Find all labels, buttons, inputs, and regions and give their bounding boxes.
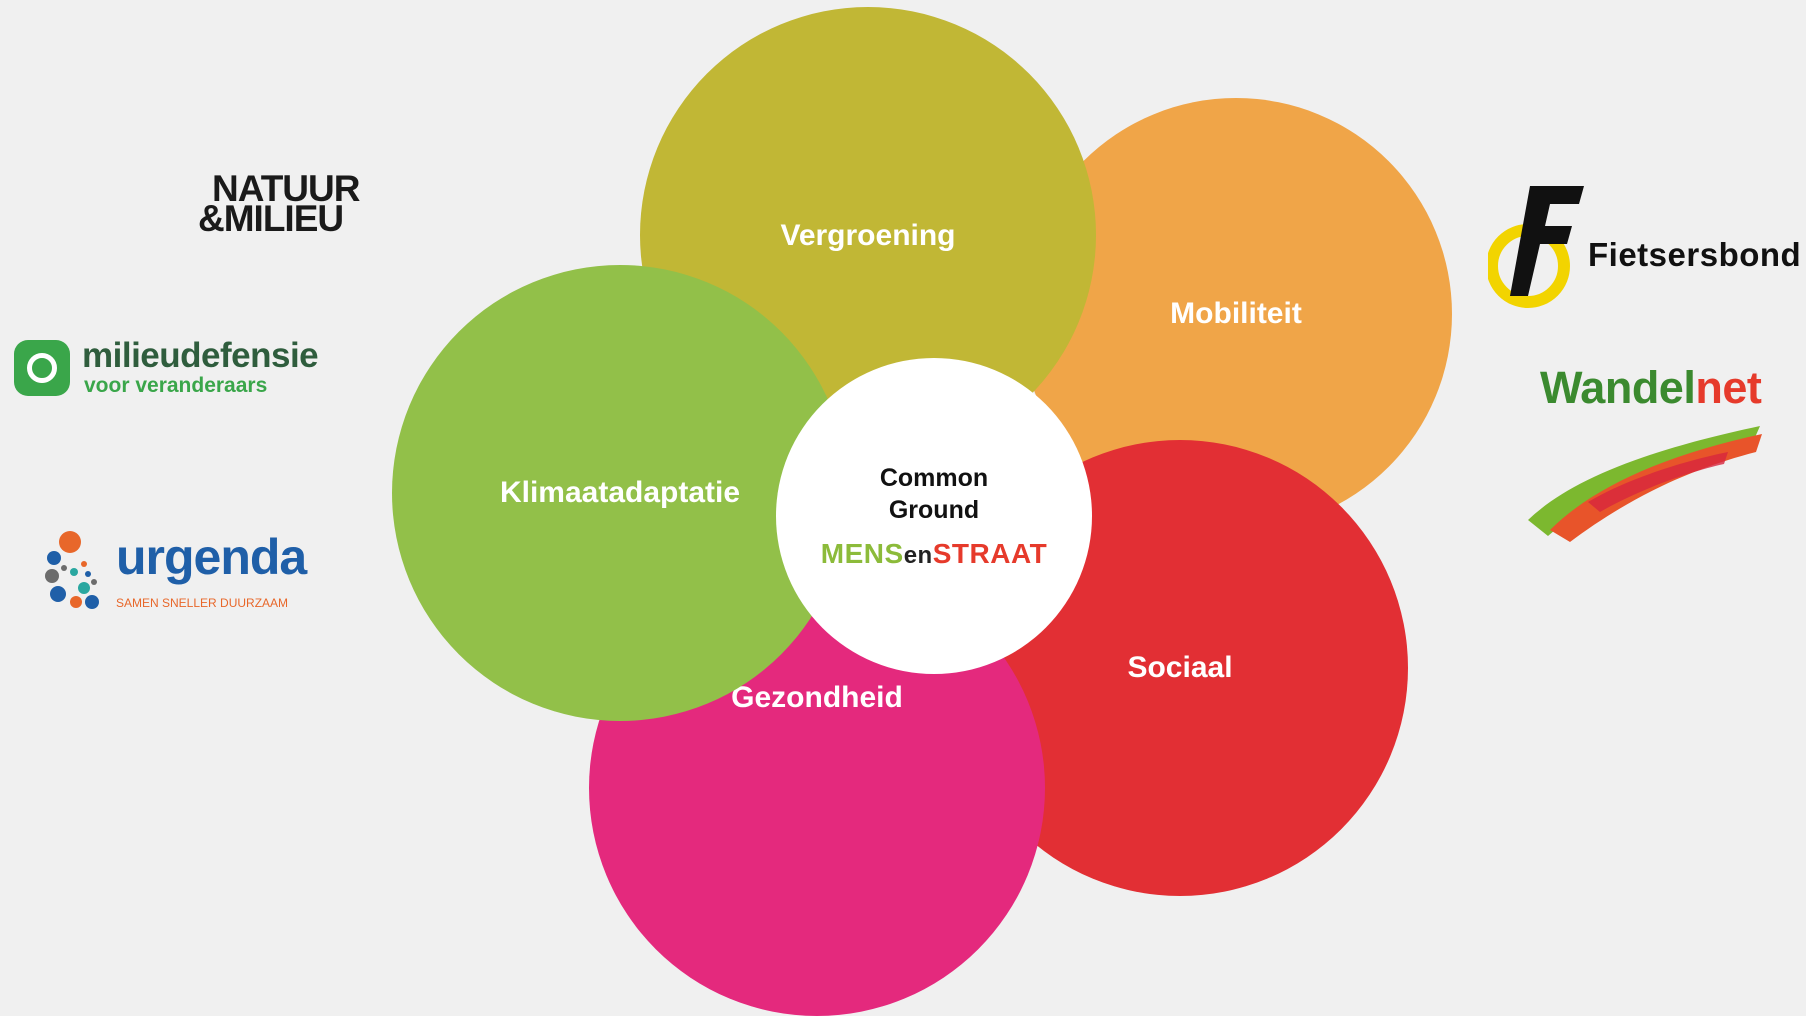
- milieudefensie-ring-icon: [14, 340, 70, 396]
- wandelnet-name-part1: Wandel: [1540, 362, 1696, 413]
- mensenstraat-logo-part1: MENS: [820, 538, 904, 569]
- mensenstraat-logo: MENSenSTRAAT: [821, 538, 1047, 570]
- urgenda-name: urgenda: [116, 529, 307, 585]
- petal-label-klimaatadaptatie: Klimaatadaptatie: [499, 476, 741, 509]
- wandelnet-logo: Wandelnet: [1528, 362, 1768, 542]
- mensenstraat-logo-part2: en: [903, 542, 933, 569]
- fietsersbond-name: Fietsersbond: [1588, 236, 1802, 273]
- natuur-milieu-logo: NATUUR &MILIEU: [198, 168, 360, 239]
- center-circle: Common Ground MENSenSTRAAT: [776, 358, 1092, 674]
- natuur-milieu-line2: &MILIEU: [198, 198, 344, 239]
- milieudefensie-tagline: voor veranderaars: [84, 374, 268, 397]
- milieudefensie-logo: milieudefensie voor veranderaars: [14, 336, 334, 400]
- urgenda-dots-icon: [45, 531, 99, 609]
- center-title: Common Ground: [879, 464, 989, 524]
- fietsersbond-logo: Fietsersbond: [1488, 186, 1806, 316]
- urgenda-logo: urgenda SAMEN SNELLER DUURZAAM: [44, 528, 307, 614]
- mensenstraat-logo-part3: STRAAT: [932, 538, 1048, 569]
- petal-label-sociaal: Sociaal: [1127, 651, 1233, 684]
- natuur-milieu-line1: NATUUR: [212, 168, 360, 209]
- wandelnet-swoosh-icon: [1528, 426, 1762, 542]
- urgenda-tagline: SAMEN SNELLER DUURZAAM: [116, 596, 289, 610]
- petal-label-gezondheid: Gezondheid: [731, 681, 903, 714]
- petal-label-mobiliteit: Mobiliteit: [1170, 297, 1302, 330]
- milieudefensie-name: milieudefensie: [82, 336, 319, 375]
- fietsersbond-f-icon: [1488, 186, 1584, 308]
- wandelnet-name-part2: net: [1695, 362, 1762, 413]
- petal-label-vergroening: Vergroening: [780, 219, 956, 252]
- petal-klimaatadaptatie: Klimaatadaptatie: [392, 265, 848, 721]
- wandelnet-name: Wandelnet: [1540, 362, 1762, 414]
